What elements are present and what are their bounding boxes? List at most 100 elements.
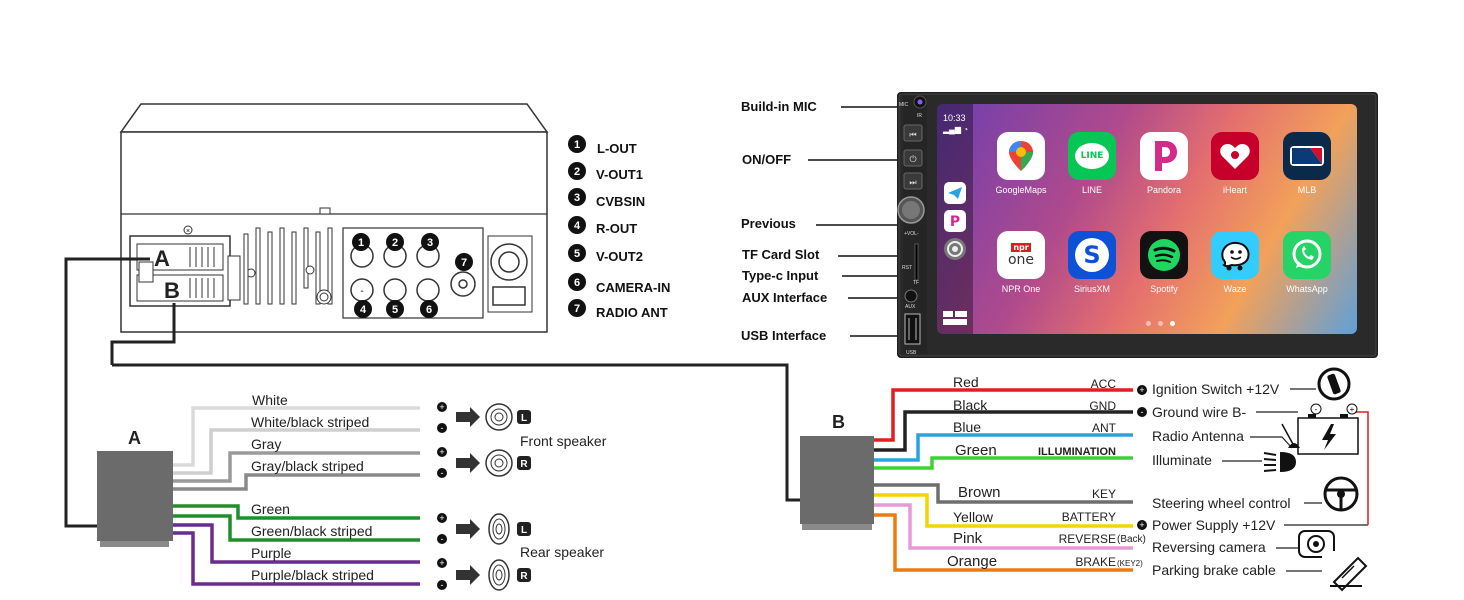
function-battery: BATTERY [1062, 510, 1116, 524]
svg-text:×: × [186, 228, 190, 235]
function-reverse-note: (Back) [1117, 534, 1146, 545]
app-pandora[interactable]: Pandora [1132, 132, 1196, 195]
callout-tf-card-slot: TF Card Slot [742, 247, 820, 262]
dest-camera: Reversing camera [1152, 539, 1266, 555]
harness-b-destinations: Ignition Switch +12V Ground wire B- Radi… [1152, 381, 1291, 578]
legend-num-5: 5 [574, 248, 580, 260]
tf-card-slot[interactable] [914, 243, 919, 281]
svg-text:+: + [439, 447, 444, 457]
svg-text:+: + [439, 402, 444, 412]
battery-minus: - [1315, 405, 1318, 414]
port-badge-7: 7 [461, 257, 467, 269]
npr-one-icon: npr one [997, 231, 1045, 279]
callout-on-off: ON/OFF [742, 152, 791, 167]
whatsapp-icon [1283, 231, 1331, 279]
ignition-switch-icon [1317, 367, 1351, 401]
app-line[interactable]: LINE LINE [1060, 132, 1124, 195]
legend-label-cvbsin: CVBSIN [596, 194, 645, 209]
svg-text:+: + [439, 513, 444, 523]
previous-track-button[interactable]: ⏮ [903, 124, 923, 142]
iheart-icon [1211, 132, 1259, 180]
svg-text:-: - [441, 580, 444, 590]
connector-b-label: B [164, 278, 180, 303]
callout-type-c-input: Type-c Input [742, 268, 819, 283]
app-waze[interactable]: Waze [1203, 231, 1267, 294]
callout-build-in-mic: Build-in MIC [741, 99, 817, 114]
app-google-maps[interactable]: GoogleMaps [989, 132, 1053, 195]
ir-panel-label: IR [917, 113, 922, 119]
callout-previous: Previous [741, 216, 796, 231]
harness-b: B Red Black Blue Green Brown Yellow Pink… [800, 367, 1370, 595]
dashboard-icon[interactable] [943, 311, 967, 325]
harness-leads [64, 257, 800, 528]
mlb-icon [1283, 132, 1331, 180]
svg-text:⏮: ⏮ [909, 130, 916, 139]
wire-a-green-black: Green/black striped [251, 523, 372, 539]
legend-num-1: 1 [574, 139, 580, 151]
port-badge-5: 5 [392, 304, 398, 316]
page-dot[interactable] [1158, 321, 1163, 326]
app-spotify[interactable]: Spotify [1132, 231, 1196, 294]
rear-left-speaker: L [456, 513, 531, 545]
settings-icon[interactable] [944, 238, 966, 260]
rst-panel-label: RST [902, 265, 912, 271]
rear-left-mark: L [521, 525, 527, 536]
port-legend: 1 L-OUT 2 V-OUT1 3 CVBSIN 4 R-OUT 5 V-OU… [568, 135, 670, 320]
page-dot[interactable] [1146, 321, 1151, 326]
dest-antenna: Radio Antenna [1152, 428, 1244, 444]
wire-a-white: White [252, 392, 288, 408]
head-unit-screen[interactable]: 10:33 ▂▄▆ ◔ P GoogleMaps LINE LINE Pando… [937, 104, 1357, 334]
legend-num-7: 7 [574, 303, 580, 315]
app-siriusxm[interactable]: S SiriusXM [1060, 231, 1124, 294]
function-gnd: GND [1089, 399, 1116, 413]
power-button[interactable]: ⏻ [903, 149, 923, 167]
battery-plus: + [1350, 405, 1355, 414]
page-dot-active[interactable] [1170, 321, 1175, 326]
label-npr-one: NPR One [1001, 284, 1041, 294]
svg-text:+: + [439, 558, 444, 568]
aux-jack[interactable] [904, 289, 918, 303]
reversing-camera-icon [1298, 530, 1335, 558]
legend-num-2: 2 [574, 166, 580, 178]
function-brake: BRAKE [1075, 555, 1116, 569]
legend-label-v-out1: V-OUT1 [596, 167, 643, 182]
svg-text:P: P [950, 214, 960, 230]
app-npr-one[interactable]: npr one NPR One [989, 231, 1053, 294]
label-siriusxm: SiriusXM [1073, 284, 1110, 294]
wire-a-white-black: White/black striped [251, 414, 369, 430]
wire-a-gray: Gray [251, 436, 281, 452]
page-indicator[interactable] [1146, 321, 1175, 326]
harness-b-function-labels: ACC GND ANT ILLUMINATION KEY BATTERY REV… [1038, 377, 1117, 569]
port-badge-1: 1 [358, 237, 364, 249]
function-acc: ACC [1091, 377, 1117, 391]
polarity-symbols: + - + - + - + - [437, 402, 447, 590]
waze-icon [1211, 231, 1259, 279]
volume-knob[interactable] [897, 196, 925, 224]
label-waze: Waze [1223, 284, 1247, 294]
svg-text:-: - [1141, 407, 1144, 417]
line-icon: LINE [1068, 132, 1116, 180]
parking-brake-icon [1322, 551, 1370, 595]
usb-port[interactable] [904, 313, 921, 345]
pandora-sidebar-icon[interactable]: P [944, 210, 966, 232]
next-track-button[interactable]: ⏭ [903, 172, 923, 190]
app-iheart[interactable]: iHeart [1203, 132, 1267, 195]
one-text: one [1007, 251, 1035, 268]
front-right-speaker: R [456, 449, 531, 477]
wire-b-blue: Blue [953, 419, 981, 435]
telegram-icon[interactable] [944, 182, 966, 204]
usb-panel-label: USB [906, 350, 917, 356]
google-maps-icon [997, 132, 1045, 180]
harness-b-color-labels: Red Black Blue Green Brown Yellow Pink O… [947, 374, 1001, 570]
legend-label-v-out2: V-OUT2 [596, 249, 643, 264]
label-spotify: Spotify [1150, 284, 1178, 294]
app-mlb[interactable]: MLB [1275, 132, 1339, 195]
radio-antenna-icon [1281, 423, 1300, 448]
harness-b-connector [800, 436, 874, 524]
app-whatsapp[interactable]: WhatsApp [1275, 231, 1339, 294]
legend-label-camera-in: CAMERA-IN [596, 280, 670, 295]
rear-right-mark: R [520, 571, 528, 582]
legend-num-4: 4 [574, 220, 581, 232]
wire-a-green: Green [251, 501, 290, 517]
aux-panel-label: AUX [905, 304, 916, 310]
